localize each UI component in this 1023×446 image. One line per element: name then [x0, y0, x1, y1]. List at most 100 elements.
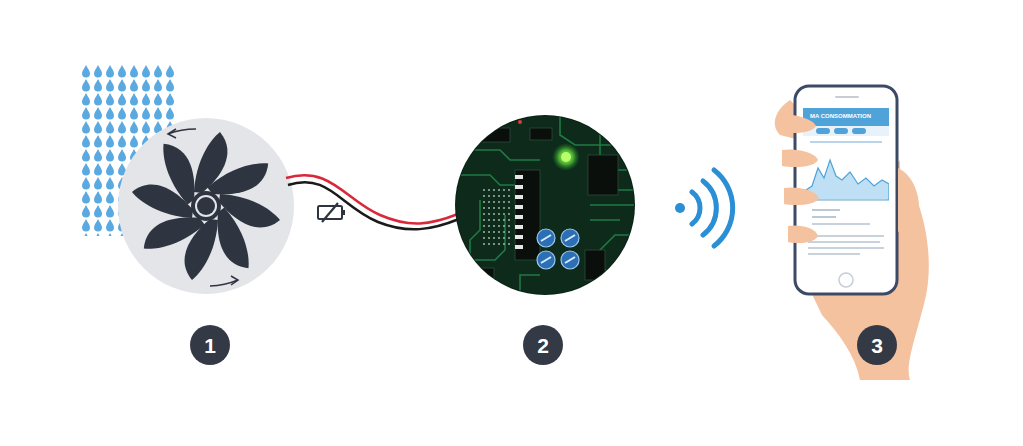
pin: [488, 213, 490, 215]
pin: [498, 201, 500, 203]
trimmer-slot: [565, 235, 575, 241]
trimmer-slot: [565, 257, 575, 263]
chip: [530, 128, 552, 140]
screen-title: MA CONSOMMATION: [810, 113, 871, 119]
battery-off-icon: [318, 203, 345, 222]
pin: [508, 225, 510, 227]
pin: [503, 201, 505, 203]
pin: [488, 195, 490, 197]
pin: [503, 237, 505, 239]
pin: [488, 201, 490, 203]
pin: [483, 195, 485, 197]
pin: [488, 243, 490, 245]
pcb-trace: [590, 204, 635, 206]
pin: [483, 231, 485, 233]
callout-number-text: 1: [204, 335, 216, 356]
chip: [470, 128, 510, 142]
smd-part: [515, 245, 523, 249]
pin: [493, 207, 495, 209]
trimmer: [561, 229, 579, 247]
pin: [498, 189, 500, 191]
pin: [508, 189, 510, 191]
pin: [503, 195, 505, 197]
trimmer: [537, 229, 555, 247]
pcb-trace: [560, 115, 635, 145]
pin: [498, 219, 500, 221]
pin: [483, 213, 485, 215]
pin: [498, 213, 500, 215]
pin: [503, 207, 505, 209]
pin: [493, 219, 495, 221]
pin: [503, 213, 505, 215]
pcb-trace: [470, 200, 480, 290]
callout-number: 3: [857, 325, 897, 365]
pin: [508, 195, 510, 197]
pin: [483, 207, 485, 209]
smd-part: [515, 205, 523, 209]
pin: [488, 225, 490, 227]
pcb-trace: [455, 150, 540, 160]
pin: [508, 243, 510, 245]
pin: [498, 231, 500, 233]
pin: [493, 201, 495, 203]
turbine: [118, 118, 294, 294]
pin: [493, 237, 495, 239]
chip: [515, 170, 540, 260]
pcb-trace: [455, 175, 520, 185]
pcb-trace: [520, 275, 540, 295]
trimmer: [537, 251, 555, 269]
pin: [503, 231, 505, 233]
pin: [483, 189, 485, 191]
smd-part: [515, 185, 523, 189]
pin: [488, 237, 490, 239]
chip: [585, 250, 605, 280]
pin: [508, 237, 510, 239]
callout-number: 2: [523, 325, 563, 365]
smd-part: [515, 225, 523, 229]
pin: [508, 207, 510, 209]
pin: [508, 219, 510, 221]
power-wires: [286, 175, 459, 229]
trimmer-slot: [541, 257, 551, 263]
pin: [508, 201, 510, 203]
pin: [483, 243, 485, 245]
circuit-board: [455, 115, 635, 295]
pin: [503, 225, 505, 227]
pin: [493, 225, 495, 227]
smd-part: [515, 195, 523, 199]
pin: [483, 201, 485, 203]
pin: [483, 225, 485, 227]
pin: [493, 243, 495, 245]
pin: [493, 213, 495, 215]
smd-part: [515, 215, 523, 219]
phone-in-hand: [775, 86, 929, 380]
pcb-trace: [455, 215, 505, 260]
pin: [488, 219, 490, 221]
pcb-trace: [590, 219, 620, 221]
callout-number-text: 3: [871, 335, 883, 356]
pin: [493, 231, 495, 233]
pin: [498, 195, 500, 197]
pin: [493, 195, 495, 197]
pin: [493, 189, 495, 191]
pin: [508, 231, 510, 233]
smd-part: [515, 235, 523, 239]
wifi-signal: [675, 170, 733, 246]
callout-number-text: 2: [537, 335, 549, 356]
pin: [503, 189, 505, 191]
pin: [498, 243, 500, 245]
trimmer: [561, 251, 579, 269]
pin: [498, 225, 500, 227]
pin: [498, 207, 500, 209]
callout-number: 1: [190, 325, 230, 365]
chip: [470, 268, 494, 282]
pin: [483, 237, 485, 239]
pin: [488, 207, 490, 209]
pin: [498, 237, 500, 239]
pin: [488, 231, 490, 233]
pin: [503, 243, 505, 245]
pin: [488, 189, 490, 191]
pin: [483, 219, 485, 221]
